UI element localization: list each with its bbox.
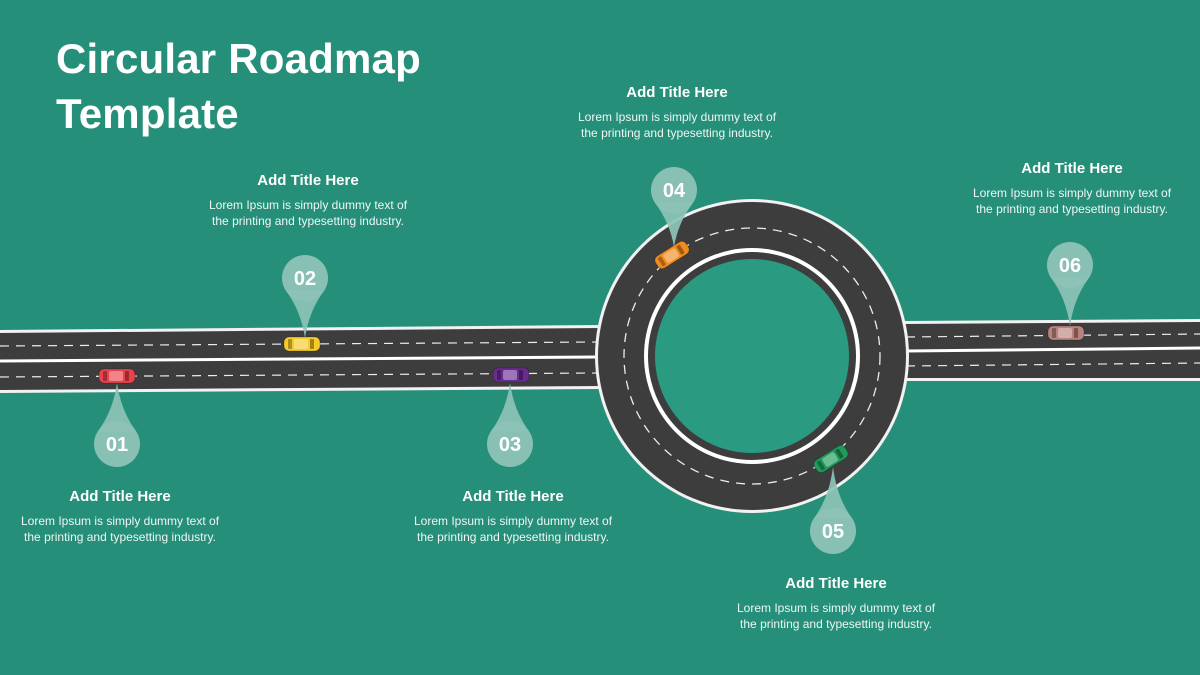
pin-01: 01 [94, 383, 140, 467]
pin-04-label: 04 [663, 180, 686, 202]
left-road-center-line [0, 355, 599, 363]
car-04 [654, 241, 690, 269]
pin-02: 02 [282, 255, 328, 338]
milestone-04-description: Lorem Ipsum is simply dummy text of the … [577, 109, 777, 140]
pin-05-label: 05 [822, 521, 844, 543]
milestone-01-text: Add Title Here Lorem Ipsum is simply dum… [20, 487, 220, 545]
roundabout [595, 199, 909, 513]
milestone-05-title: Add Title Here [785, 575, 887, 592]
pin-05: 05 [810, 467, 856, 554]
milestone-02-description: Lorem Ipsum is simply dummy text of the … [208, 197, 408, 228]
milestone-01-title: Add Title Here [69, 488, 171, 505]
milestone-02-text: Add Title Here Lorem Ipsum is simply dum… [208, 171, 408, 229]
milestone-01-description: Lorem Ipsum is simply dummy text of the … [20, 513, 220, 544]
milestone-04-title: Add Title Here [626, 84, 728, 101]
title-line-1: Circular Roadmap [56, 35, 421, 82]
right-road-lane-dashes-bottom [905, 362, 1200, 367]
roundabout-lane-dashes [623, 227, 881, 485]
left-road-lane-dashes-top [0, 341, 599, 347]
milestone-03-text: Add Title Here Lorem Ipsum is simply dum… [413, 487, 613, 545]
milestone-06-title: Add Title Here [1021, 160, 1123, 177]
car-05 [813, 445, 849, 473]
cars [98, 241, 1085, 473]
page-title: Circular Roadmap Template [56, 32, 421, 141]
pin-04: 04 [651, 167, 697, 247]
pin-06-label: 06 [1059, 255, 1081, 277]
milestone-02-title: Add Title Here [257, 172, 359, 189]
milestone-03-title: Add Title Here [462, 488, 564, 505]
milestone-pins: 01 02 03 04 05 06 [94, 167, 1093, 554]
car-06 [1047, 325, 1085, 341]
milestone-05-text: Add Title Here Lorem Ipsum is simply dum… [736, 574, 936, 632]
car-02 [283, 336, 321, 352]
pin-03: 03 [487, 383, 533, 467]
left-road [0, 325, 602, 393]
right-road-center-line [905, 346, 1200, 353]
car-03 [492, 367, 530, 383]
milestone-06-text: Add Title Here Lorem Ipsum is simply dum… [972, 159, 1172, 217]
milestone-06-description: Lorem Ipsum is simply dummy text of the … [972, 185, 1172, 216]
pin-03-label: 03 [499, 434, 521, 456]
roundabout-island [655, 259, 849, 453]
pin-06: 06 [1047, 242, 1093, 326]
title-line-2: Template [56, 89, 239, 137]
pin-02-label: 02 [294, 268, 316, 290]
pin-01-label: 01 [106, 434, 128, 456]
right-road [902, 319, 1200, 381]
car-01 [98, 368, 136, 384]
milestone-03-description: Lorem Ipsum is simply dummy text of the … [413, 513, 613, 544]
milestone-05-description: Lorem Ipsum is simply dummy text of the … [736, 600, 936, 631]
milestone-04-text: Add Title Here Lorem Ipsum is simply dum… [577, 83, 777, 141]
